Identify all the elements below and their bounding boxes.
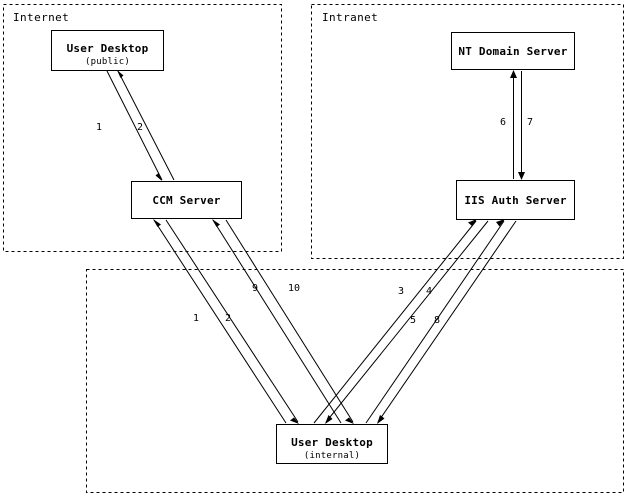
flow-7 [518,71,525,180]
step-label-1-internal: 1 [193,313,199,324]
zone-intranet: Intranet [311,4,624,259]
zone-intranet-boundary [311,4,624,259]
zone-internet: Internet [3,4,282,252]
step-label-7: 7 [527,117,533,128]
user-desktop-internal-title: User Desktop [291,436,373,449]
flow-6 [510,70,517,179]
flow-7-arrowhead [518,172,525,180]
flow-10 [225,219,354,424]
user-desktop-internal-box[interactable] [275,423,389,465]
step-label-8: 8 [434,315,440,326]
flow-2-public [117,70,175,181]
flow-8 [377,220,517,424]
node-user-desktop-internal[interactable]: User Desktop (internal) [275,423,389,465]
user-desktop-public-title: User Desktop [67,42,149,55]
zone-internal [86,269,624,493]
step-label-9: 9 [252,283,258,294]
step-label-1-public: 1 [96,122,102,133]
flow-2-internal-arrowhead [290,417,299,424]
flow-1-public [106,70,163,181]
nt-domain-server-box[interactable] [450,31,576,71]
step-label-5: 5 [410,315,416,326]
flow-1-internal-arrowhead [153,219,161,227]
flow-10-arrowhead [345,417,354,424]
ccm-server-title: CCM Server [152,194,220,207]
node-nt-domain-server[interactable]: NT Domain Server [450,31,576,71]
nt-domain-server-title: NT Domain Server [458,45,567,58]
flow-6-arrowhead [510,70,517,78]
step-label-2-internal: 2 [225,313,231,324]
step-label-10: 10 [288,283,300,294]
zone-internet-label: Internet [13,11,69,24]
flow-2-internal [165,219,299,424]
node-ccm-server[interactable]: CCM Server [130,180,243,220]
flow-4-arrowhead [325,415,333,424]
flow-2-public-arrowhead [117,70,124,78]
zone-internal-boundary [86,269,624,493]
step-label-4: 4 [426,286,432,297]
node-user-desktop-public[interactable]: User Desktop (public) [50,29,165,72]
iis-auth-server-box[interactable] [455,179,576,221]
user-desktop-internal-subtitle: (internal) [304,451,360,461]
flow-4 [325,220,489,424]
flow-3-arrowhead [468,219,477,226]
flow-9 [212,219,342,424]
step-label-6: 6 [500,117,506,128]
node-iis-auth-server[interactable]: IIS Auth Server [455,179,576,221]
user-desktop-public-subtitle: (public) [85,57,130,67]
zone-internet-boundary [3,4,282,252]
flow-1-internal [153,219,287,424]
step-labels: 1 2 6 7 1 2 9 10 3 4 5 8 [96,117,533,326]
flow-1-public-arrowhead [155,173,162,181]
step-label-2-public: 2 [137,122,143,133]
flow-5 [365,219,505,424]
zone-intranet-label: Intranet [322,11,378,24]
step-label-3: 3 [398,286,404,297]
flow-9-arrowhead [212,219,220,227]
iis-auth-server-title: IIS Auth Server [464,194,567,207]
flow-8-arrowhead [377,415,385,424]
flow-3 [313,219,477,424]
flow-5-arrowhead [496,219,505,227]
user-desktop-public-box[interactable] [50,29,165,72]
ccm-server-box[interactable] [130,180,243,220]
